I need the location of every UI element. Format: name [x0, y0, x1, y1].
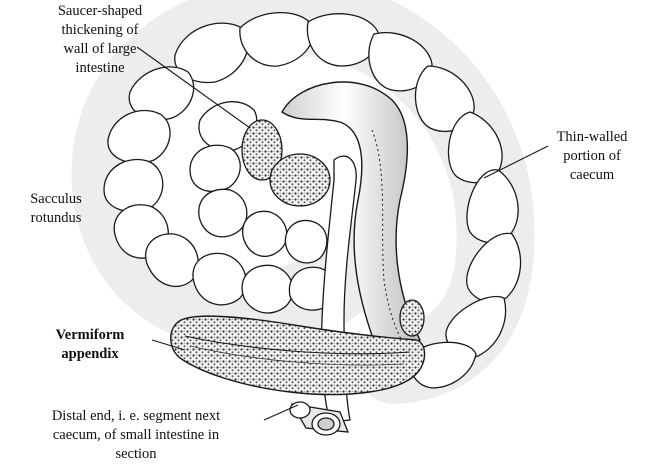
label-line: intestine: [30, 59, 170, 78]
label-line: caecum: [540, 166, 644, 185]
label-distal-end-small-intestine: Distal end, i. e. segment next caecum, o…: [6, 407, 266, 464]
label-vermiform-appendix: Vermiform appendix: [40, 326, 140, 364]
label-line: Thin-walled: [540, 128, 644, 147]
label-line: portion of: [540, 147, 644, 166]
label-line: rotundus: [16, 209, 96, 228]
label-line: Distal end, i. e. segment next: [6, 407, 266, 426]
label-line: wall of large: [30, 40, 170, 59]
label-thin-walled-portion: Thin-walled portion of caecum: [540, 128, 644, 185]
label-line: caecum, of small intestine in: [6, 426, 266, 445]
label-line: thickening of: [30, 21, 170, 40]
label-line: Vermiform: [40, 326, 140, 345]
label-sacculus-rotundus: Sacculus rotundus: [16, 190, 96, 228]
label-line: appendix: [40, 345, 140, 364]
label-line: section: [6, 445, 266, 464]
label-line: Saucer-shaped: [30, 2, 170, 21]
label-line: Sacculus: [16, 190, 96, 209]
label-saucer-shaped-thickening: Saucer-shaped thickening of wall of larg…: [30, 2, 170, 78]
